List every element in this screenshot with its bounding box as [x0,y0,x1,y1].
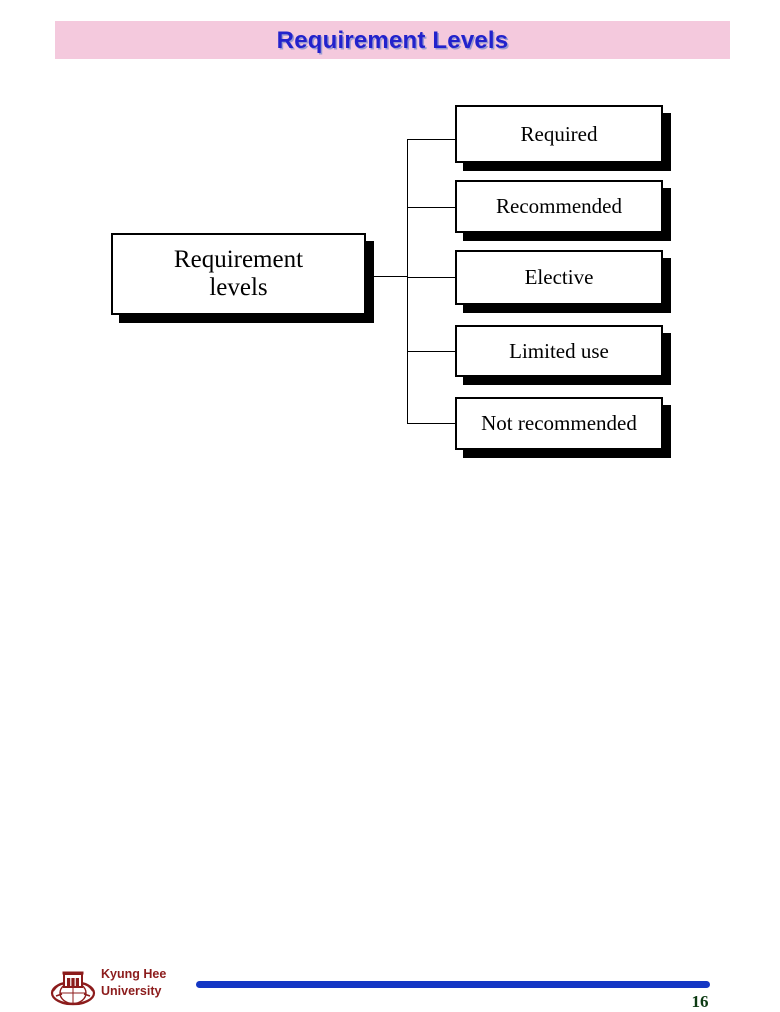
node-label-recommended: Recommended [496,194,622,218]
node-elective[interactable]: Elective [455,250,663,305]
slide-footer: Kyung Hee University 16 [0,478,780,1011]
connector-stub-required [406,138,456,141]
connector-stub-recommended [406,206,456,209]
footer-org-line1: Kyung Hee [101,967,167,981]
node-label-elective: Elective [524,265,594,289]
node-label-required: Required [520,121,598,146]
page-number: 16 [691,992,709,1011]
requirement-levels-diagram: Requirement levels Required Recommended … [0,0,780,480]
footer-org-line2: University [101,983,162,998]
title-band [55,21,730,59]
node-label-limited-use: Limited use [509,338,609,363]
footer-organization: Kyung Hee University [101,966,211,999]
node-required[interactable]: Required [455,105,663,163]
connector-trunk [406,139,409,424]
connector-stub-not-recommended [406,422,456,425]
connector-root-to-trunk [374,275,408,278]
kyung-hee-crest-icon [50,971,96,1006]
root-node-label-line1: Requirement [173,246,304,273]
root-node-label-line2: levels [209,274,268,301]
page-title: Requirement Levels [276,27,509,54]
connector-stub-elective [406,276,456,279]
node-limited-use[interactable]: Limited use [455,325,663,377]
connector-stub-limited-use [406,350,456,353]
footer-divider-rule [196,981,710,988]
node-recommended[interactable]: Recommended [455,180,663,233]
node-label-not-recommended: Not recommended [481,411,637,435]
node-requirement-levels[interactable]: Requirement levels [111,233,366,315]
node-not-recommended[interactable]: Not recommended [455,397,663,450]
